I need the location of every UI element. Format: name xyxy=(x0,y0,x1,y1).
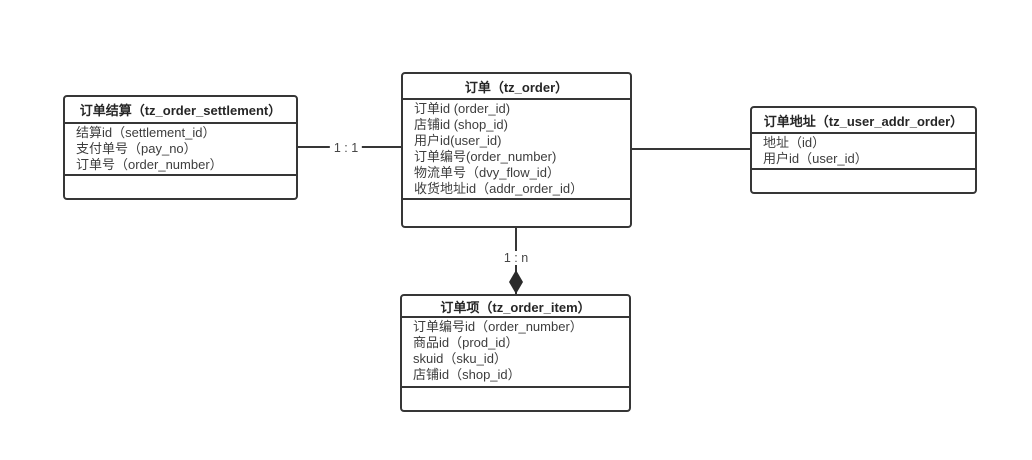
entity-footer xyxy=(403,200,630,226)
entity-fields: 结算id（settlement_id）支付单号（pay_no）订单号（order… xyxy=(65,124,296,176)
entity-user-addr-order: 订单地址（tz_user_addr_order） 地址（id）用户id（user… xyxy=(750,106,977,194)
relation-label-1-1: 1 : 1 xyxy=(329,141,363,155)
entity-title: 订单结算（tz_order_settlement） xyxy=(65,97,296,124)
field-row: 店铺id (shop_id) xyxy=(414,117,508,132)
field-row: 用户id（user_id） xyxy=(763,151,868,166)
entity-title: 订单地址（tz_user_addr_order） xyxy=(752,108,975,134)
field-row: 支付单号（pay_no） xyxy=(76,141,197,156)
entity-fields: 地址（id）用户id（user_id） xyxy=(752,134,975,170)
relation-label-1-n: 1 : n xyxy=(499,251,533,265)
field-row: skuid（sku_id） xyxy=(413,351,507,366)
field-row: 订单编号(order_number) xyxy=(414,149,557,164)
diamond-arrow-icon xyxy=(509,270,523,294)
field-row: 物流单号（dvy_flow_id） xyxy=(414,165,560,180)
entity-order: 订单（tz_order） 订单id (order_id)店铺id (shop_i… xyxy=(401,72,632,228)
field-row: 用户id(user_id) xyxy=(414,133,502,148)
field-row: 订单编号id（order_number） xyxy=(413,319,583,334)
field-row: 地址（id） xyxy=(763,135,826,150)
entity-order-item: 订单项（tz_order_item） 订单编号id（order_number）商… xyxy=(400,294,631,412)
entity-footer xyxy=(402,388,629,410)
entity-footer xyxy=(65,176,296,198)
field-row: 店铺id（shop_id） xyxy=(413,367,521,382)
field-row: 结算id（settlement_id） xyxy=(76,125,216,140)
field-row: 订单号（order_number） xyxy=(76,157,223,172)
entity-fields: 订单编号id（order_number）商品id（prod_id）skuid（s… xyxy=(402,318,629,388)
entity-fields: 订单id (order_id)店铺id (shop_id)用户id(user_i… xyxy=(403,100,630,200)
field-row: 商品id（prod_id） xyxy=(413,335,519,350)
field-row: 订单id (order_id) xyxy=(414,101,511,116)
entity-footer xyxy=(752,170,975,192)
field-row: 收货地址id（addr_order_id） xyxy=(414,181,584,196)
entity-order-settlement: 订单结算（tz_order_settlement） 结算id（settlemen… xyxy=(63,95,298,200)
entity-title: 订单（tz_order） xyxy=(403,74,630,100)
connector-order-addr xyxy=(632,148,750,150)
entity-title: 订单项（tz_order_item） xyxy=(402,296,629,318)
